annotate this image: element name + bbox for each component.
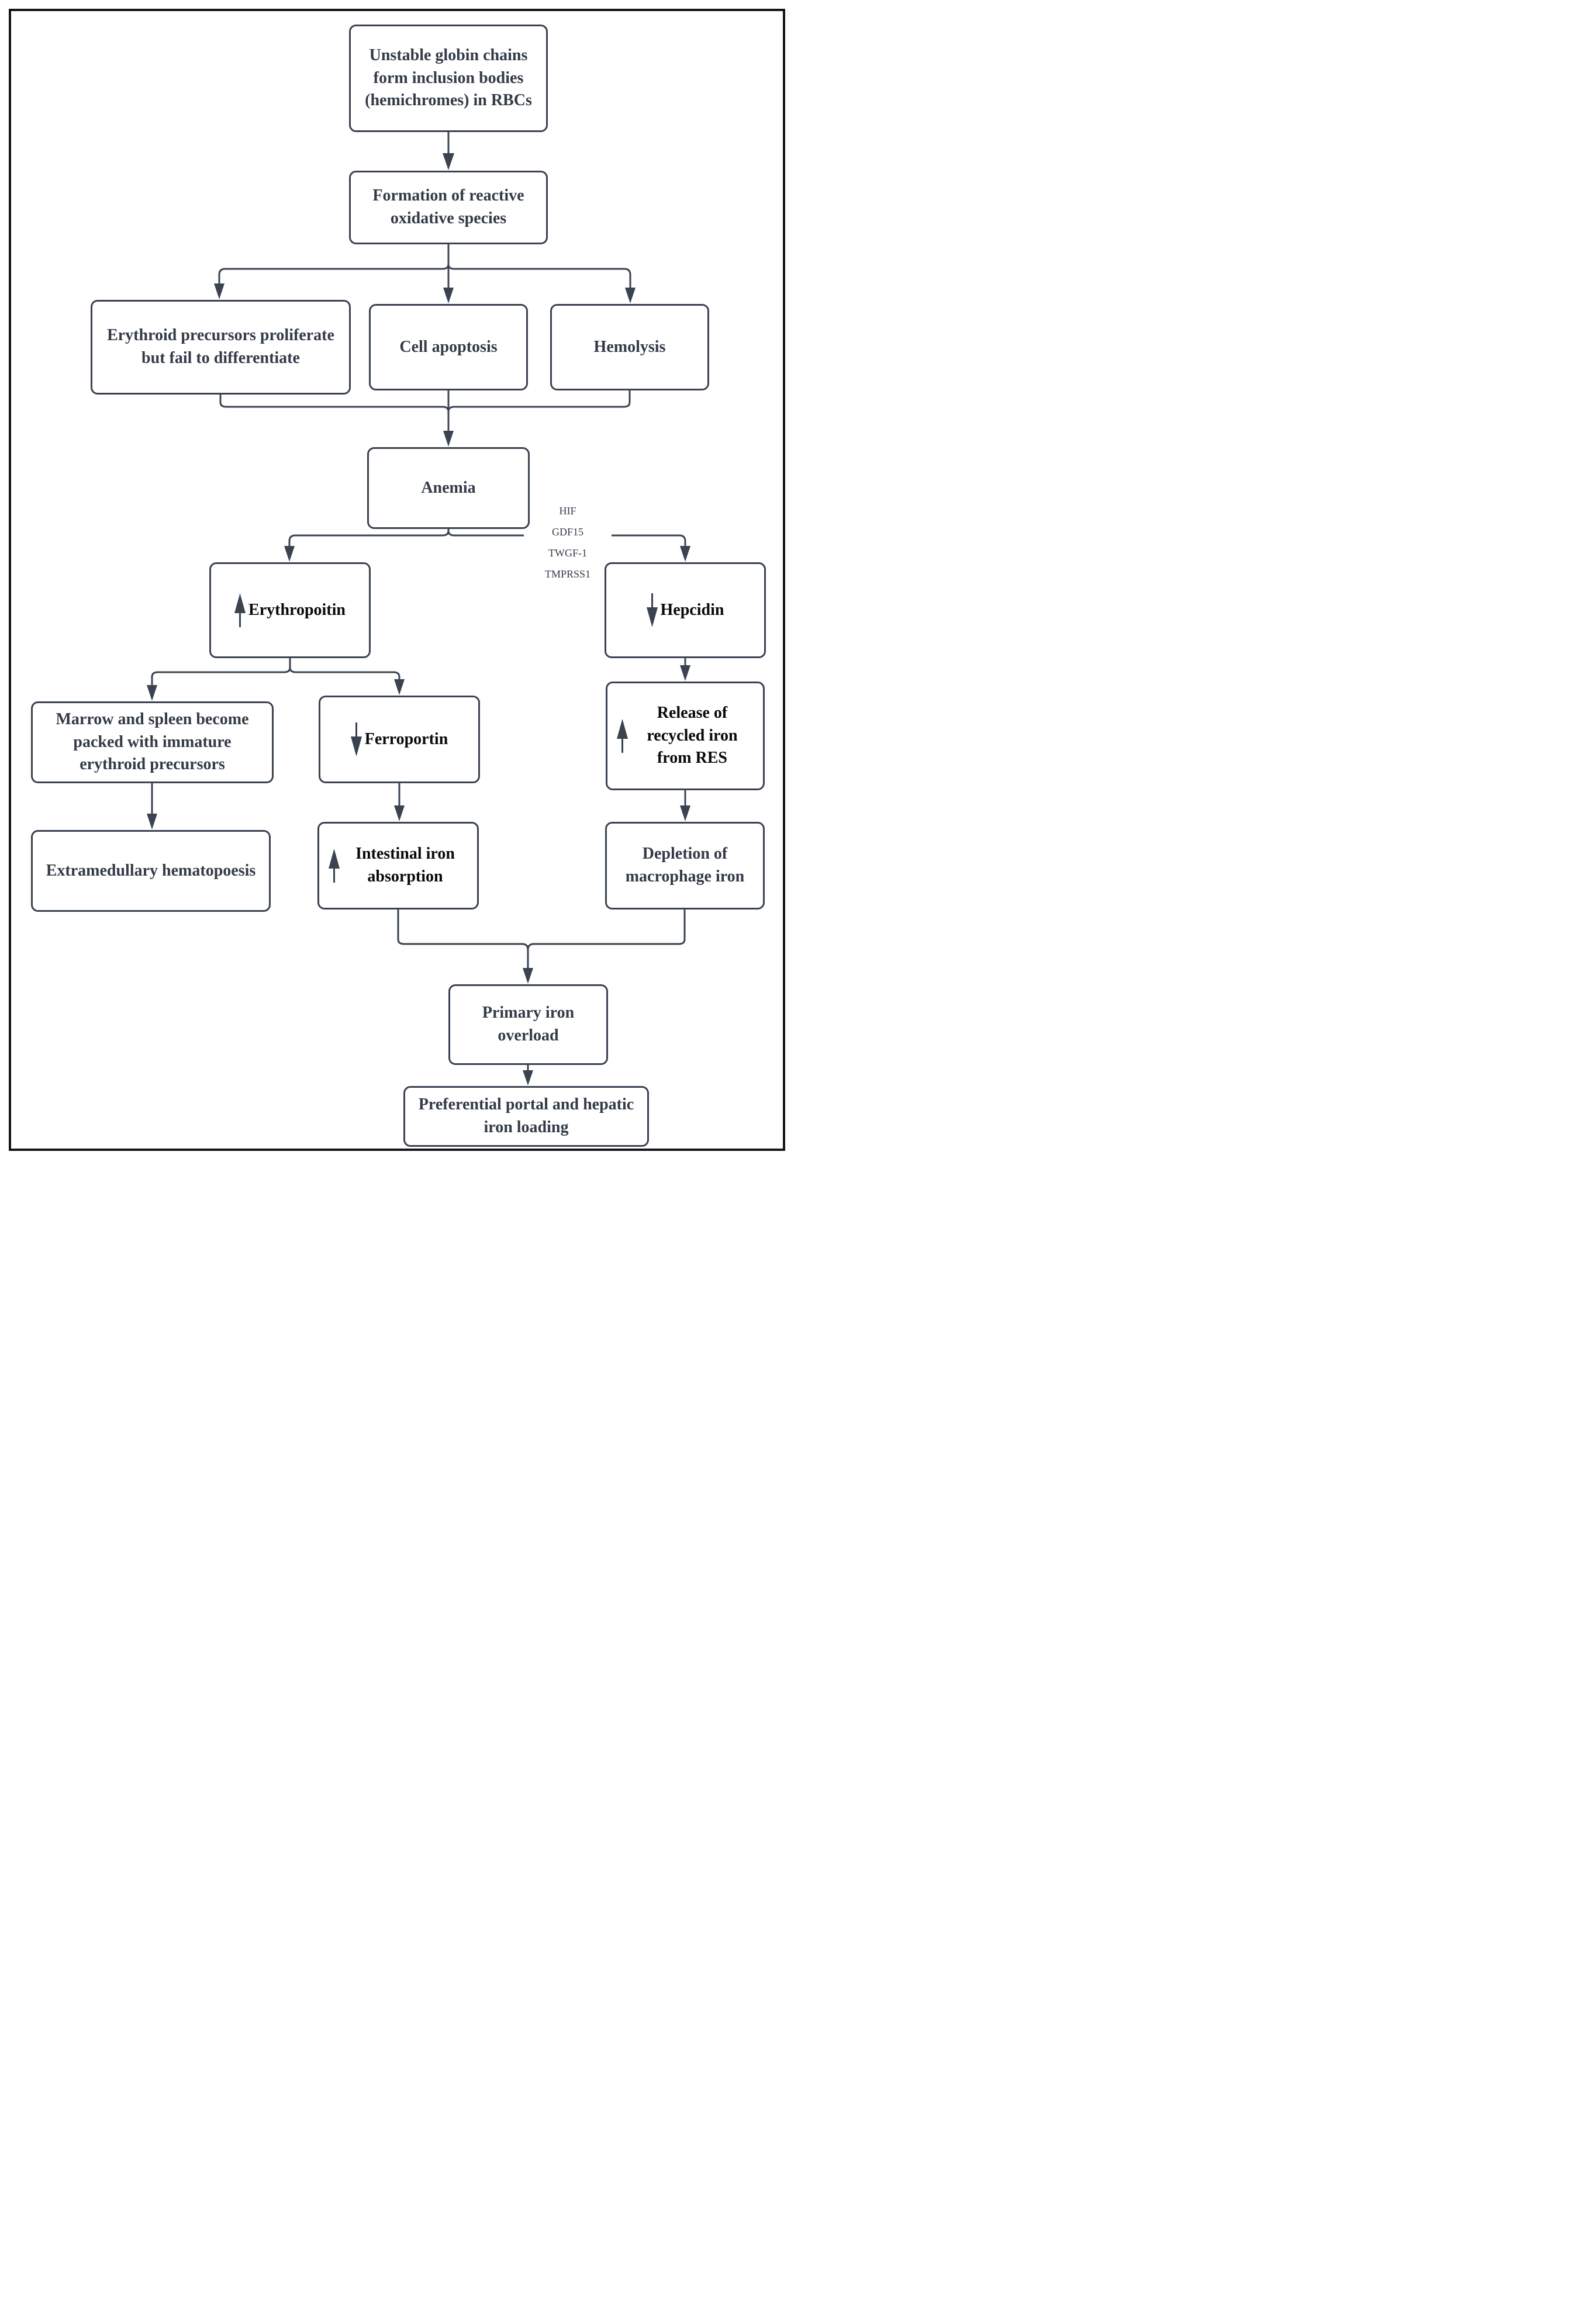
up-arrow-icon bbox=[234, 593, 246, 627]
node-label: Depletion of macrophage iron bbox=[625, 845, 745, 886]
node-label: Formation of reactive oxidative species bbox=[372, 186, 524, 227]
down-arrow-icon bbox=[646, 593, 658, 627]
node-hemolysis: Hemolysis bbox=[550, 304, 709, 390]
up-arrow-icon bbox=[617, 719, 628, 753]
node-anemia: Anemia bbox=[367, 447, 530, 529]
node-label: Erythroid precursors proliferate but fai… bbox=[107, 326, 334, 367]
edge-label-line: GDF15 bbox=[551, 526, 583, 538]
outer-border bbox=[9, 9, 785, 1151]
node-release-recycled-iron: Release of recycled iron from RES bbox=[606, 682, 765, 790]
node-label: Preferential portal and hepatic iron loa… bbox=[418, 1095, 634, 1136]
node-intestinal-iron-absorption: Intestinal iron absorption bbox=[317, 822, 479, 909]
down-arrow-icon bbox=[350, 722, 362, 756]
node-label: Extramedullary hematopoesis bbox=[46, 861, 256, 880]
edge-label-line: HIF bbox=[559, 505, 576, 517]
node-label: Hemolysis bbox=[593, 337, 666, 356]
node-label: Primary iron overload bbox=[482, 1004, 575, 1045]
node-extramedullary-hematopoesis: Extramedullary hematopoesis bbox=[31, 830, 271, 912]
node-label: Intestinal iron absorption bbox=[355, 845, 455, 886]
node-label: Erythropoitin bbox=[248, 600, 346, 619]
node-erythroid-precursors: Erythroid precursors proliferate but fai… bbox=[91, 300, 351, 395]
edge-label-line: TWGF-1 bbox=[548, 547, 587, 559]
node-label: Cell apoptosis bbox=[399, 337, 498, 356]
edge-label-line: TMPRSS1 bbox=[544, 568, 591, 580]
node-marrow-spleen-packed: Marrow and spleen become packed with imm… bbox=[31, 701, 274, 783]
node-reactive-oxidative-species: Formation of reactive oxidative species bbox=[349, 171, 548, 244]
node-label: Hepcidin bbox=[660, 600, 724, 619]
node-label: Release of recycled iron from RES bbox=[647, 704, 738, 767]
node-label: Ferroportin bbox=[364, 729, 448, 748]
node-label: Unstable globin chains form inclusion bo… bbox=[365, 46, 532, 110]
node-ferroportin: Ferroportin bbox=[319, 696, 480, 783]
node-unstable-globin-chains: Unstable globin chains form inclusion bo… bbox=[349, 25, 548, 132]
node-primary-iron-overload: Primary iron overload bbox=[448, 984, 608, 1065]
flowchart-page: HIF GDF15 TWGF-1 TMPRSS1 Unstable globin… bbox=[0, 0, 796, 1162]
edge-label-hepcidin-mediators: HIF GDF15 TWGF-1 TMPRSS1 bbox=[524, 500, 612, 587]
node-erythropoitin: Erythropoitin bbox=[209, 562, 371, 658]
node-cell-apoptosis: Cell apoptosis bbox=[369, 304, 528, 390]
node-label: Anemia bbox=[421, 478, 476, 497]
connector-lines bbox=[147, 132, 690, 1085]
node-depletion-macrophage-iron: Depletion of macrophage iron bbox=[605, 822, 765, 909]
node-hepcidin: Hepcidin bbox=[605, 562, 766, 658]
node-preferential-portal-hepatic-loading: Preferential portal and hepatic iron loa… bbox=[403, 1086, 649, 1147]
node-label: Marrow and spleen become packed with imm… bbox=[56, 710, 249, 774]
up-arrow-icon bbox=[329, 849, 340, 883]
